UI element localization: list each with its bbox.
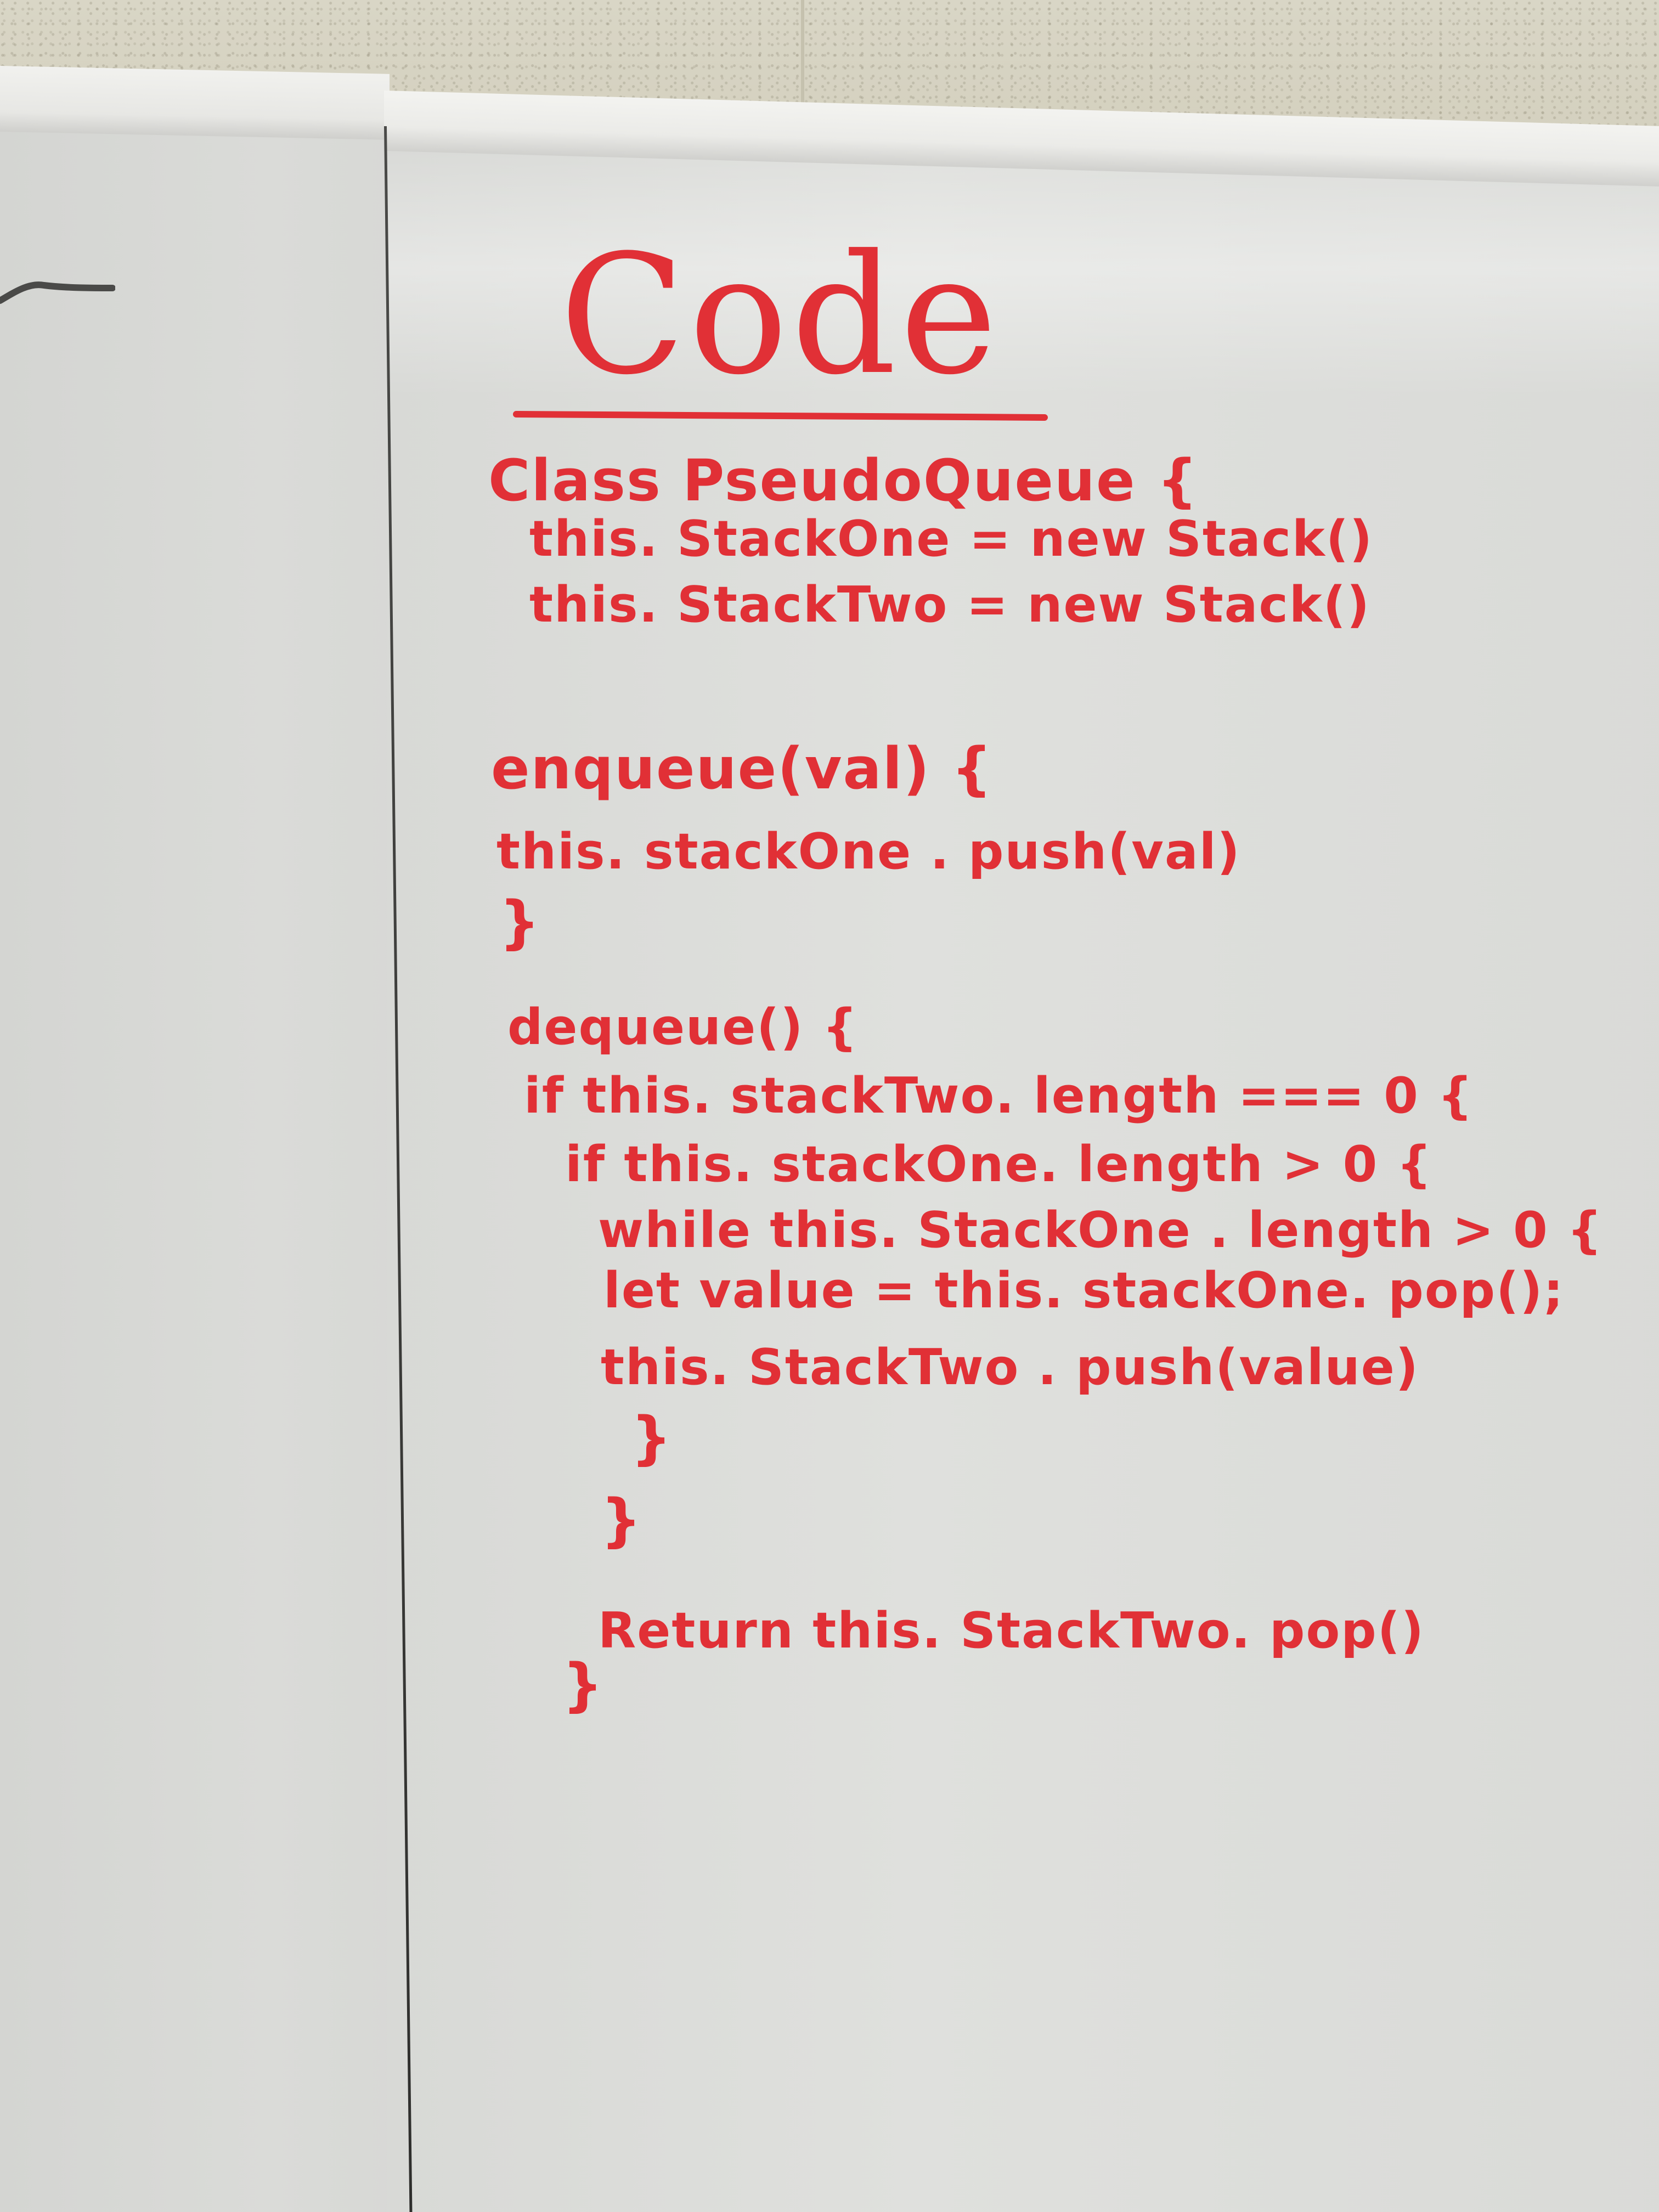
board-frame-top-left xyxy=(0,66,390,140)
code-line: this. StackOne = new Stack() xyxy=(529,510,1374,568)
code-line: this. StackTwo = new Stack() xyxy=(529,576,1371,634)
code-line: if this. stackOne. length > 0 { xyxy=(565,1136,1433,1193)
wall-joint xyxy=(801,0,804,132)
code-line: if this. stackTwo. length === 0 { xyxy=(524,1067,1474,1125)
whiteboard-right-panel xyxy=(387,140,1659,2212)
marker-stroke-mark xyxy=(0,281,115,304)
code-line: } xyxy=(499,889,541,956)
code-line: let value = this. stackOne. pop(); xyxy=(603,1262,1565,1319)
code-line: enqueue(val) { xyxy=(491,735,994,802)
code-line: } xyxy=(601,1487,643,1554)
code-line: while this. StackOne . length > 0 { xyxy=(598,1201,1604,1259)
code-line: } xyxy=(562,1651,605,1718)
code-line: } xyxy=(631,1404,673,1471)
code-line: this. stackOne . push(val) xyxy=(496,823,1241,881)
whiteboard-left-panel xyxy=(0,118,450,2212)
code-line: dequeue() { xyxy=(507,998,859,1056)
code-line: this. StackTwo . push(value) xyxy=(601,1339,1419,1396)
whiteboard-title: Code xyxy=(560,219,1001,411)
code-line: Return this. StackTwo. pop() xyxy=(598,1602,1425,1660)
code-line: Class PseudoQueue { xyxy=(488,447,1199,514)
